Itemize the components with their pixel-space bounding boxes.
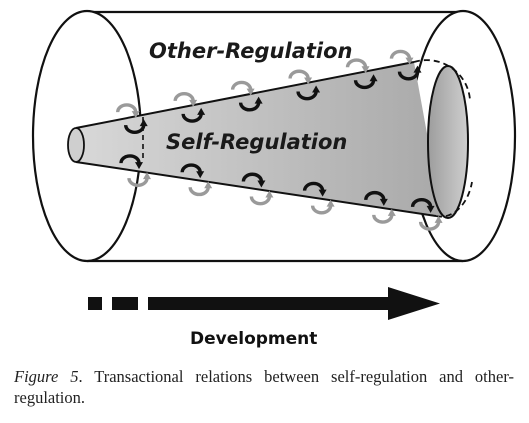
circular-arrow-icon — [241, 172, 266, 188]
cone-top-edge — [75, 61, 415, 129]
inner-cone — [67, 59, 473, 219]
circular-arrow-icon — [353, 74, 378, 90]
right-arrow-icon — [148, 287, 440, 320]
dev-arrow-dash-1 — [88, 297, 102, 310]
circular-arrow-icon — [173, 91, 198, 107]
figure-caption: Figure 5. Transactional relations betwee… — [14, 366, 514, 408]
circular-arrow-icon — [410, 197, 435, 213]
circular-arrow-icon — [364, 190, 388, 206]
cone-large-end — [427, 65, 469, 219]
circular-arrow-icon — [119, 154, 143, 170]
circular-arrow-icon — [418, 215, 443, 231]
circular-arrow-icon — [127, 172, 151, 187]
circular-arrow-icon — [345, 58, 370, 74]
cone-bottom-edge — [75, 161, 437, 217]
right-face-dashed-rim — [413, 59, 473, 218]
development-arrow — [88, 287, 440, 320]
dev-arrow-dash-2 — [112, 297, 138, 310]
circular-arrow-icon — [288, 69, 313, 85]
circular-arrow-icon — [116, 103, 140, 119]
circular-arrow-icon — [124, 119, 148, 134]
circular-arrow-icon — [302, 181, 327, 197]
circular-arrow-icon — [389, 49, 414, 65]
circular-arrow-icon — [238, 96, 263, 112]
circular-arrow-icon — [296, 85, 321, 101]
circular-arrow-icon — [188, 181, 213, 197]
transaction-arrows — [116, 49, 443, 231]
self-regulation-label: Self-Regulation — [166, 130, 347, 154]
cone-small-end — [67, 127, 85, 163]
circular-arrow-icon — [310, 199, 335, 215]
circular-arrow-icon — [249, 190, 274, 206]
figure-number: Figure 5 — [14, 367, 79, 386]
development-label: Development — [190, 329, 317, 349]
caption-text: . Transactional relations between self-r… — [14, 367, 514, 407]
circular-arrow-icon — [372, 208, 396, 224]
circular-arrow-icon — [181, 107, 206, 123]
circular-arrow-icon — [180, 163, 205, 179]
cone-body — [76, 62, 442, 216]
other-regulation-label: Other-Regulation — [149, 39, 353, 63]
circular-arrow-icon — [397, 65, 422, 81]
circular-arrow-icon — [230, 80, 255, 96]
